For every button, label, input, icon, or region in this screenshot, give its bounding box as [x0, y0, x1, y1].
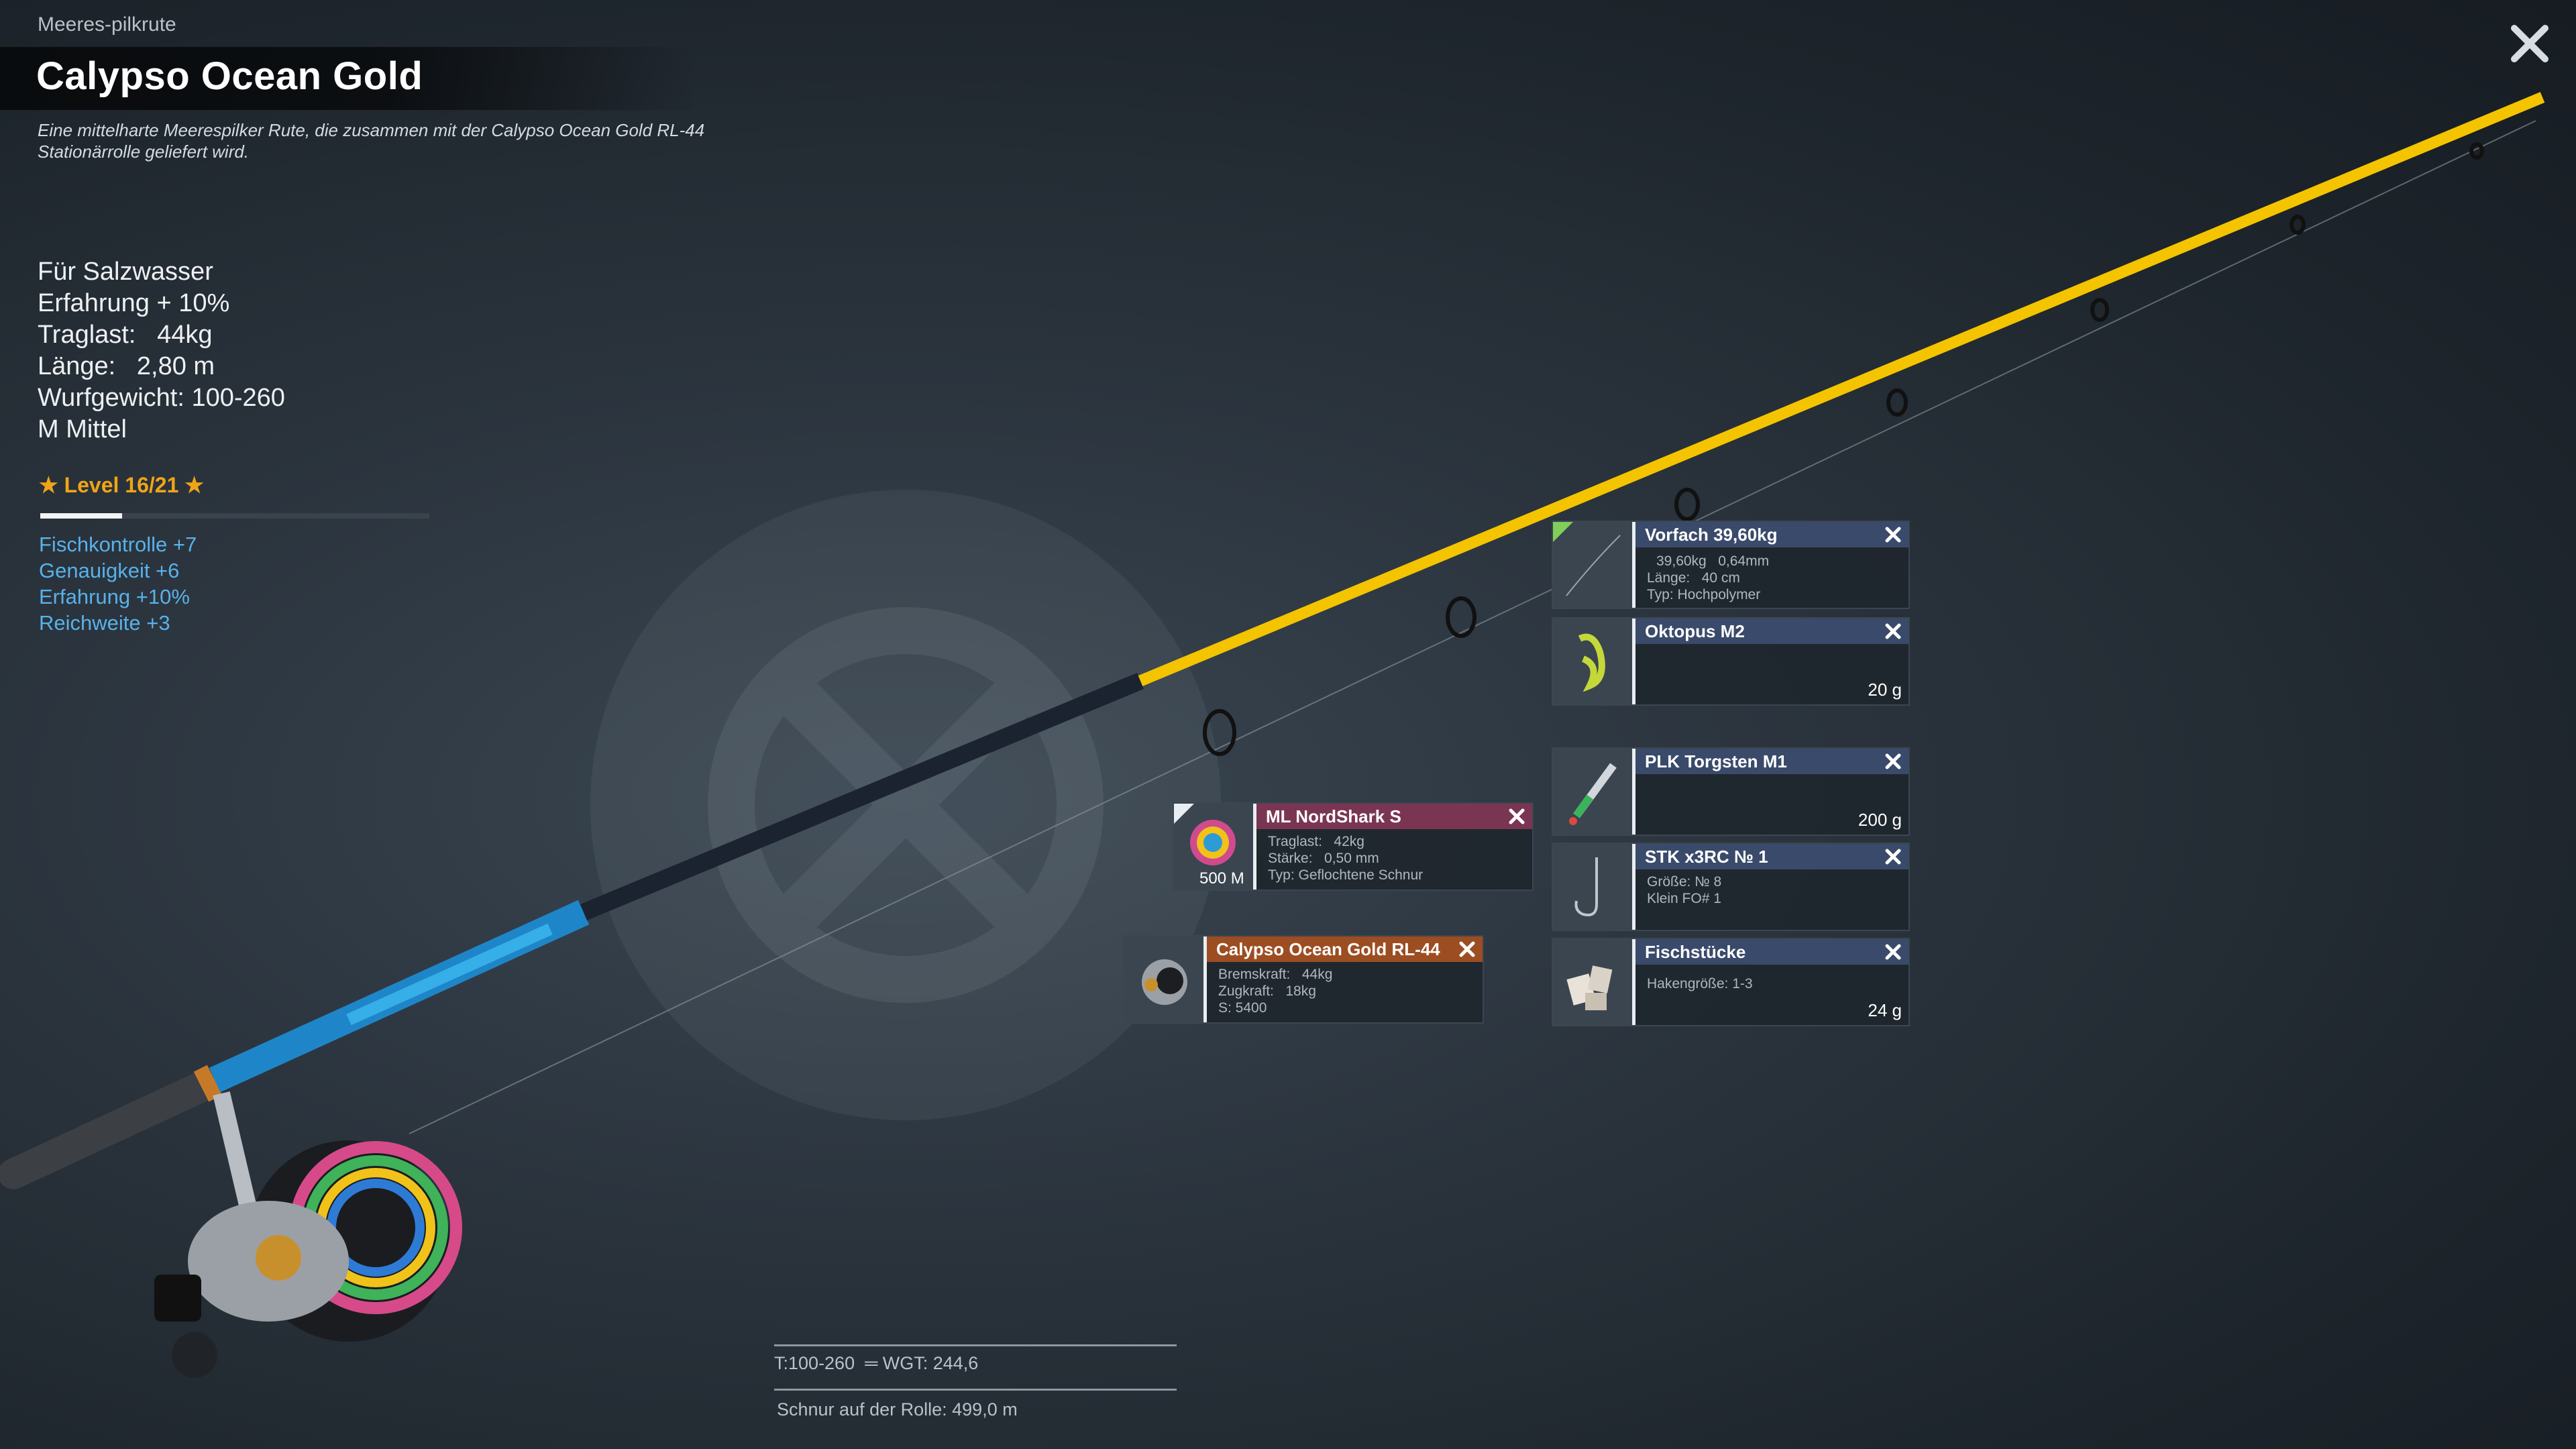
remove-lure-icon[interactable]: [1883, 621, 1903, 641]
lure-thumbnail: [1553, 619, 1632, 704]
weight-summary-text: T:100-260 ═ WGT: 244,6: [774, 1353, 979, 1373]
title-bar: [0, 47, 698, 110]
sinker-thumbnail: [1553, 749, 1632, 835]
bonus-experience: Erfahrung +10%: [39, 585, 190, 608]
line-on-reel: Schnur auf der Rolle: 499,0 m: [777, 1399, 1018, 1419]
rod-category: Meeres-pilkrute: [38, 13, 176, 36]
tackle-card-hook[interactable]: STK x3RC № 1 Größe: № 8 Klein FO# 1: [1552, 843, 1910, 931]
rod-title: Calypso Ocean Gold: [36, 54, 423, 98]
leader-strength: 39,60kg 0,64mm: [1656, 553, 1770, 569]
hook-size: Größe: № 8: [1647, 874, 1722, 890]
line-type: Typ: Geflochtene Schnur: [1268, 867, 1424, 883]
hook-title: STK x3RC № 1: [1645, 847, 1768, 867]
lure-title: Oktopus M2: [1645, 621, 1745, 641]
tackle-card-leader[interactable]: Vorfach 39,60kg 39,60kg 0,64mm Länge: 40…: [1552, 521, 1910, 609]
stat-experience: Erfahrung + 10%: [38, 289, 230, 317]
stat-action: M Mittel: [38, 415, 127, 443]
octopus-lure-icon: [1578, 633, 1605, 692]
line-amount: 500 M: [1199, 869, 1244, 888]
bait-thumbnail: [1553, 939, 1632, 1025]
level-progress-fill: [40, 513, 122, 519]
close-icon[interactable]: [2506, 20, 2553, 67]
hook-small: Klein FO# 1: [1647, 891, 1721, 906]
remove-reel-icon[interactable]: [1457, 939, 1477, 959]
bait-hook-size: Hakengröße: 1-3: [1647, 976, 1753, 991]
tackle-card-sinker[interactable]: PLK Torgsten M1 200 g: [1552, 747, 1910, 836]
line-title: ML NordShark S: [1266, 806, 1401, 826]
tackle-card-lure[interactable]: Oktopus M2 20 g: [1552, 617, 1910, 706]
reel-thumbnail: [1124, 936, 1203, 1022]
lure-weight: 20 g: [1868, 680, 1902, 700]
line-load: Traglast: 42kg: [1268, 834, 1364, 849]
leader-title: Vorfach 39,60kg: [1645, 525, 1778, 545]
reel-icon: [1142, 959, 1187, 1005]
tackle-card-bait[interactable]: Fischstücke Hakengröße: 1-3 24 g: [1552, 938, 1910, 1026]
reel-drag: Bremskraft: 44kg: [1218, 967, 1333, 982]
reel-pull: Zugkraft: 18kg: [1218, 983, 1316, 999]
remove-sinker-icon[interactable]: [1883, 751, 1903, 771]
stat-casting-weight: Wurfgewicht: 100-260: [38, 384, 285, 412]
sinker-weight: 200 g: [1858, 810, 1902, 830]
reel-title: Calypso Ocean Gold RL-44: [1216, 939, 1440, 959]
remove-bait-icon[interactable]: [1883, 942, 1903, 962]
bonus-list: Fischkontrolle +7 Genauigkeit +6 Erfahru…: [39, 531, 197, 636]
leader-thumbnail: [1553, 522, 1632, 608]
remove-leader-icon[interactable]: [1883, 525, 1903, 545]
weight-summary: T:100-260 ═ WGT: 244,6: [774, 1344, 1177, 1374]
line-thickness: Stärke: 0,50 mm: [1268, 851, 1379, 866]
rod-description: Eine mittelharte Meerespilker Rute, die …: [38, 120, 705, 162]
wrench-emblem-icon: [708, 607, 1104, 1003]
hook-icon: [1574, 857, 1598, 916]
hook-thumbnail: [1553, 844, 1632, 930]
level-progress-bar: [40, 513, 429, 519]
pilker-icon: [1569, 763, 1617, 825]
line-thumbnail: 500 M: [1174, 804, 1253, 890]
reel-speed: S: 5400: [1218, 1000, 1267, 1016]
bait-title: Fischstücke: [1645, 942, 1746, 962]
fish-pieces-icon: [1566, 965, 1613, 1010]
bonus-range: Reichweite +3: [39, 611, 170, 635]
bonus-accuracy: Genauigkeit +6: [39, 559, 180, 582]
tackle-card-reel[interactable]: Calypso Ocean Gold RL-44 Bremskraft: 44k…: [1123, 935, 1484, 1024]
level-label: ★ Level 16/21 ★: [39, 473, 204, 497]
leader-icon: [1553, 522, 1621, 596]
stat-length: Länge: 2,80 m: [38, 352, 215, 380]
tackle-card-line[interactable]: 500 M ML NordShark S Traglast: 42kg Stär…: [1173, 802, 1534, 891]
stat-water-type: Für Salzwasser: [38, 258, 213, 286]
rod-stats: Für Salzwasser Erfahrung + 10% Traglast:…: [38, 256, 285, 445]
rod-guides: [1203, 142, 2484, 756]
bonus-fish-control: Fischkontrolle +7: [39, 533, 197, 556]
remove-line-icon[interactable]: [1507, 806, 1527, 826]
stat-load: Traglast: 44kg: [38, 321, 213, 349]
leader-type: Typ: Hochpolymer: [1647, 587, 1761, 602]
remove-hook-icon[interactable]: [1883, 847, 1903, 867]
line-spool-icon: [1174, 804, 1236, 865]
reel-illustration: [154, 1091, 462, 1378]
bait-weight: 24 g: [1868, 1000, 1902, 1020]
leader-length: Länge: 40 cm: [1647, 570, 1740, 586]
gear-emblem-icon: [590, 490, 1221, 1120]
sinker-title: PLK Torgsten M1: [1645, 751, 1787, 771]
footer-divider: [774, 1389, 1177, 1391]
